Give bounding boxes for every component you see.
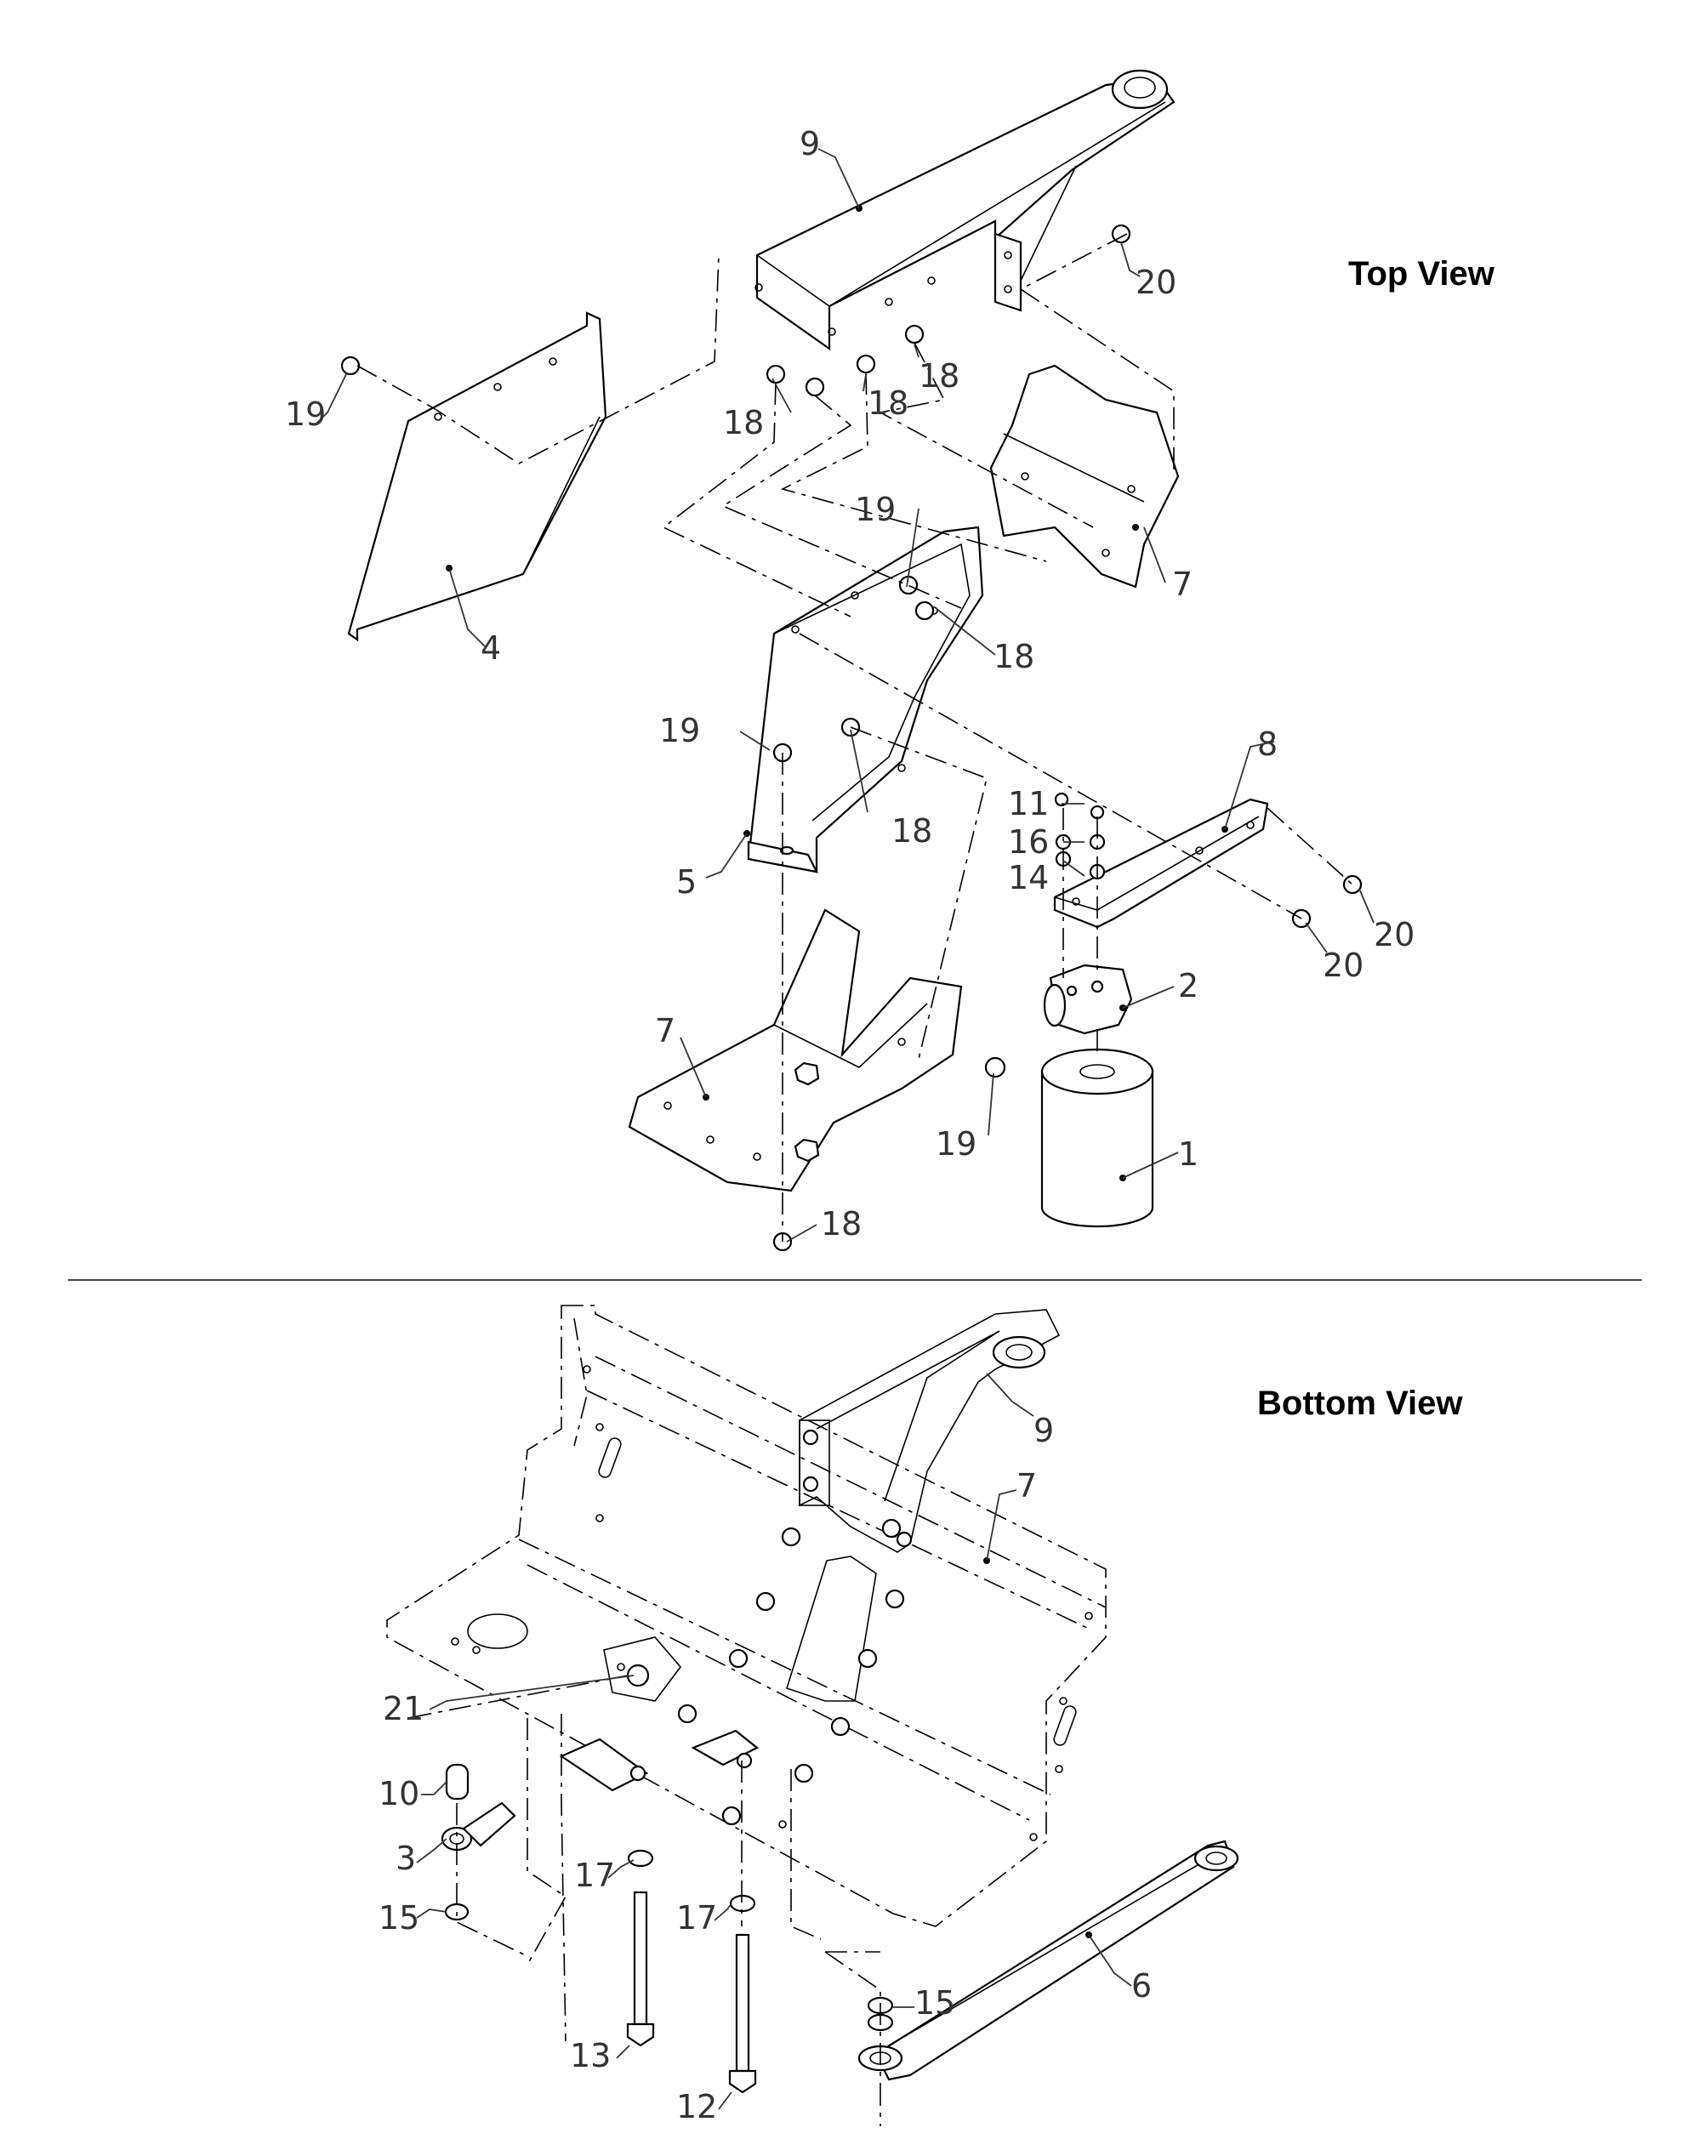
callout-21: 21 bbox=[383, 1690, 424, 1727]
part-2-filter-head bbox=[1043, 964, 1133, 1035]
callout-17: 17 bbox=[676, 1899, 717, 1937]
part-7-main-plate bbox=[386, 1305, 1107, 1927]
callout-10: 10 bbox=[379, 1775, 419, 1812]
callout-20: 20 bbox=[1323, 947, 1364, 984]
top-view-callouts: 9 20 19 18 18 18 19 7 18 4 19 8 11 16 18… bbox=[285, 125, 1415, 1243]
part-9-arm bbox=[754, 69, 1176, 351]
part-8-filter-bracket bbox=[1053, 798, 1269, 929]
part-5-bracket bbox=[743, 526, 984, 873]
callout-18: 18 bbox=[993, 638, 1034, 675]
callout-9: 9 bbox=[800, 125, 820, 162]
callout-18: 18 bbox=[821, 1205, 862, 1243]
bottom-plate-nuts bbox=[677, 1518, 905, 1826]
callout-16: 16 bbox=[1008, 823, 1049, 861]
callout-18: 18 bbox=[868, 384, 908, 422]
top-view-drawing: 9 20 19 18 18 18 19 7 18 4 19 8 11 16 18… bbox=[285, 69, 1415, 1252]
callout-19: 19 bbox=[285, 395, 326, 433]
callout-1: 1 bbox=[1178, 1135, 1198, 1173]
callout-19: 19 bbox=[936, 1125, 976, 1163]
callout-17: 17 bbox=[574, 1857, 615, 1894]
callout-18: 18 bbox=[919, 357, 959, 395]
callout-4: 4 bbox=[481, 629, 501, 667]
part-9-arm-bottom bbox=[799, 1309, 1061, 1553]
callout-18: 18 bbox=[891, 812, 932, 850]
callout-19: 19 bbox=[659, 712, 700, 749]
bottom-view-drawing: 9 7 21 10 3 17 15 17 15 6 13 12 bbox=[379, 1305, 1239, 2126]
top-view-title: Top View bbox=[1348, 255, 1494, 293]
part-7-plate-fragment-upper bbox=[989, 364, 1180, 589]
part-4-side-plate bbox=[347, 311, 607, 642]
bottom-view-leaders bbox=[416, 1373, 1132, 2110]
top-view-assembly-lines bbox=[356, 233, 1353, 1242]
callout-11: 11 bbox=[1008, 785, 1049, 822]
callout-3: 3 bbox=[396, 1840, 416, 1877]
callout-2: 2 bbox=[1178, 967, 1198, 1004]
callout-20: 20 bbox=[1374, 916, 1415, 953]
callout-7: 7 bbox=[1016, 1467, 1037, 1505]
callout-9: 9 bbox=[1033, 1412, 1054, 1449]
bottom-view-assembly-lines bbox=[407, 1675, 881, 2126]
bottom-view-hardware bbox=[441, 1763, 894, 2094]
callout-7: 7 bbox=[1172, 566, 1193, 603]
small-brackets bbox=[559, 1729, 760, 1792]
callout-14: 14 bbox=[1008, 859, 1049, 896]
callout-18: 18 bbox=[723, 404, 764, 441]
part-6-link bbox=[857, 1840, 1239, 2081]
callout-13: 13 bbox=[570, 2037, 611, 2074]
callout-15: 15 bbox=[914, 1984, 955, 2022]
bottom-view-callouts: 9 7 21 10 3 17 15 17 15 6 13 12 bbox=[379, 1412, 1152, 2125]
callout-19: 19 bbox=[855, 491, 896, 528]
callout-15: 15 bbox=[379, 1899, 419, 1937]
bottom-view-title: Bottom View bbox=[1257, 1385, 1463, 1422]
part-7-plate-fragment-lower bbox=[628, 908, 963, 1192]
callout-12: 12 bbox=[676, 2088, 717, 2125]
callout-6: 6 bbox=[1131, 1967, 1152, 2005]
callout-7: 7 bbox=[655, 1012, 675, 1050]
callout-8: 8 bbox=[1257, 725, 1278, 763]
callout-5: 5 bbox=[676, 863, 697, 901]
callout-20: 20 bbox=[1136, 264, 1176, 301]
top-view-leaders bbox=[314, 148, 1375, 1243]
part-1-filter-canister bbox=[1040, 1048, 1154, 1228]
